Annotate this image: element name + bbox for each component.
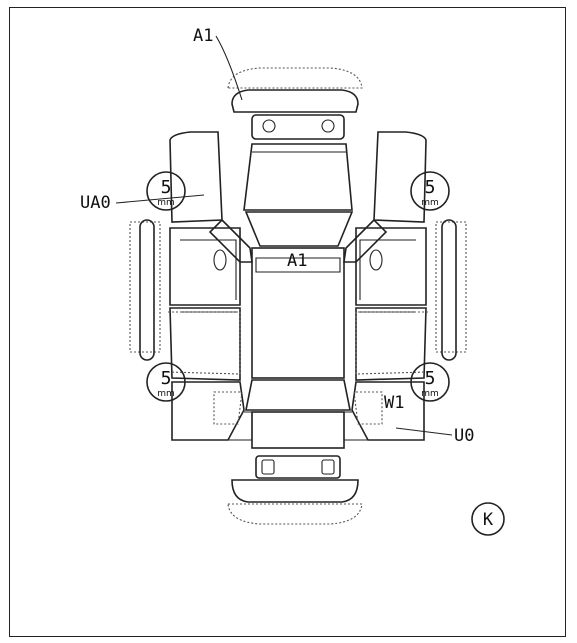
front-grille	[251, 114, 345, 140]
tire-front-right-unit: mm	[421, 198, 439, 208]
mark-left-front-door: UA0	[80, 193, 205, 213]
mark-right-rear-door-label: W1	[384, 393, 404, 413]
rear-window	[245, 379, 351, 411]
mark-roof: A1	[287, 251, 307, 271]
mark-roof-label: A1	[287, 251, 307, 271]
tire-rear-right-unit: mm	[421, 389, 439, 399]
tire-front-right: 5 mm	[410, 171, 450, 211]
left-side-panels	[129, 131, 253, 441]
tire-rear-right: 5 mm	[410, 362, 450, 402]
tailgate	[251, 411, 345, 449]
mark-right-rear-door: W1	[384, 393, 404, 413]
mark-front-bumper: A1	[193, 26, 243, 101]
sheet-frame	[9, 7, 566, 637]
tire-front-right-depth: 5	[425, 177, 436, 198]
right-side-panels	[343, 131, 467, 441]
front-bumper	[227, 67, 363, 113]
tire-rear-left: 5 mm	[146, 362, 186, 402]
grade-badge: K	[471, 502, 505, 536]
grade-badge-label: K	[483, 510, 494, 530]
rear-panel	[255, 455, 341, 479]
tire-front-left-depth: 5	[161, 177, 172, 198]
mark-front-bumper-label: A1	[193, 26, 213, 46]
tire-rear-left-depth: 5	[161, 368, 172, 389]
tire-rear-left-unit: mm	[157, 389, 175, 399]
roof	[251, 247, 345, 379]
mark-right-rear-quarter-label: U0	[454, 426, 474, 446]
rear-bumper	[227, 479, 363, 525]
mark-right-rear-quarter: U0	[395, 426, 474, 446]
hood	[243, 143, 353, 211]
mark-left-front-door-label: UA0	[80, 193, 111, 213]
tire-rear-right-depth: 5	[425, 368, 436, 389]
tire-front-left: 5 mm	[146, 171, 186, 211]
windshield	[244, 211, 354, 247]
tire-front-left-unit: mm	[157, 198, 175, 208]
